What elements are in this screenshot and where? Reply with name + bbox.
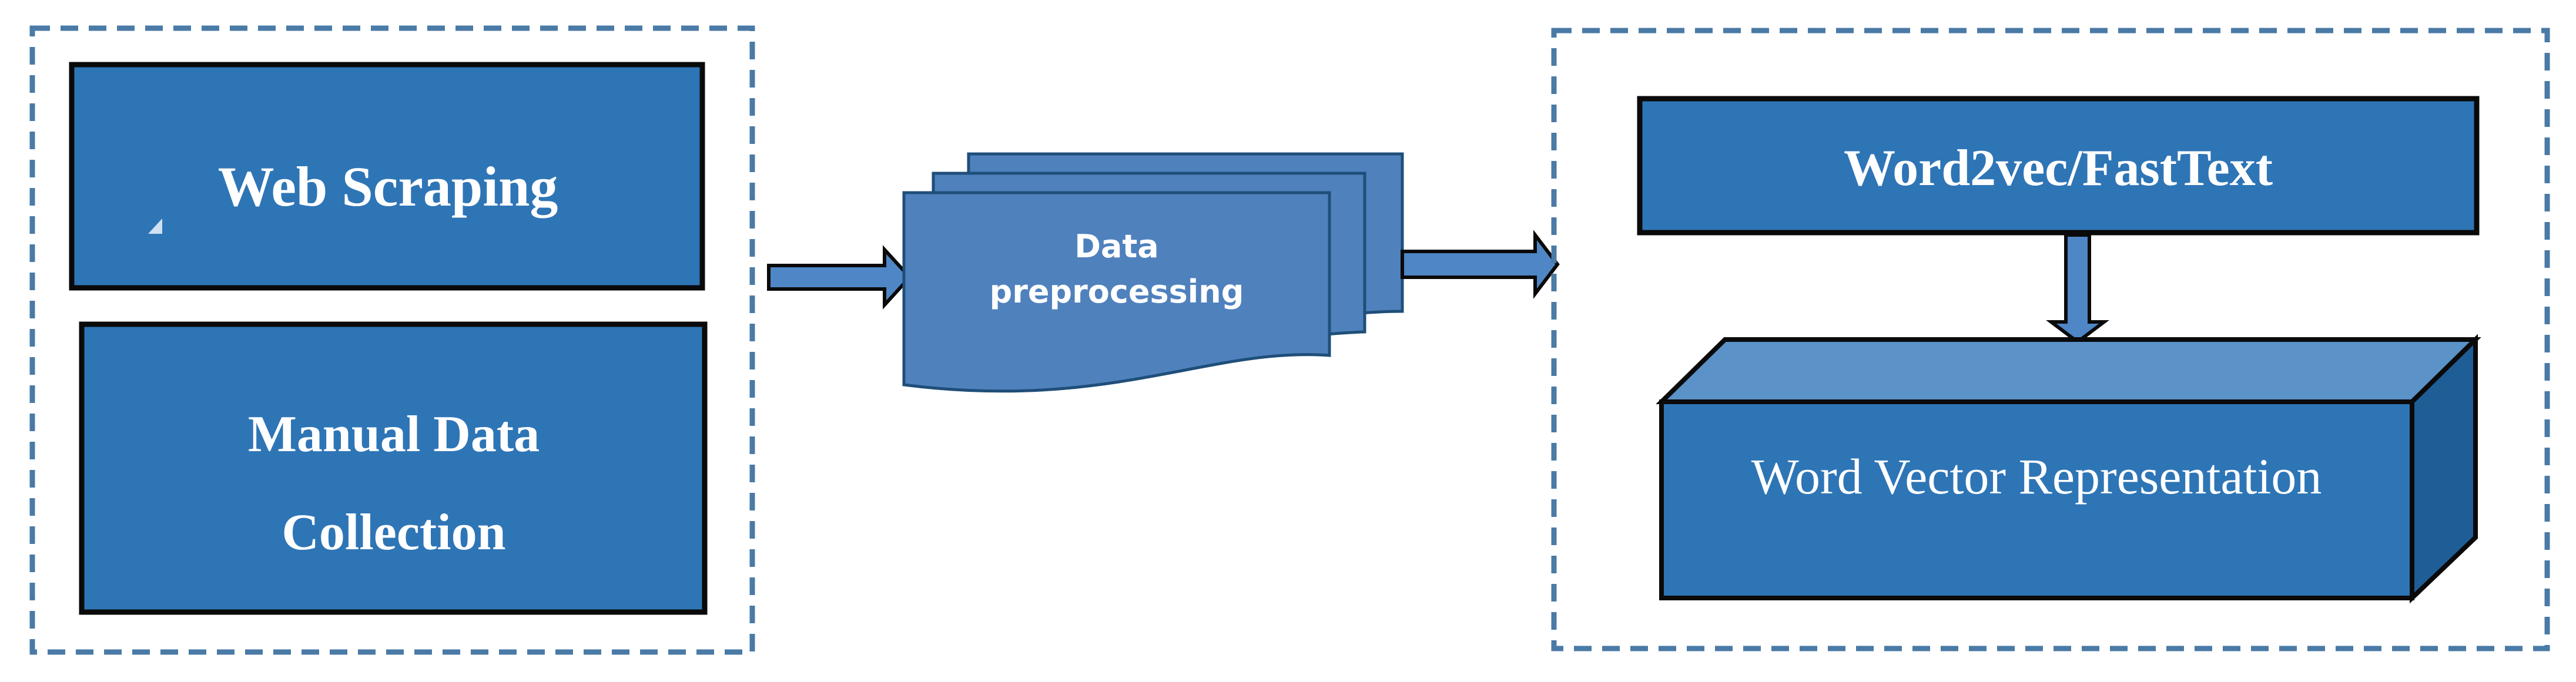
preprocessing-label-line2: preprocessing (990, 273, 1244, 310)
arrow-to-preprocessing (767, 245, 913, 310)
web-scraping-label: Web Scraping (218, 155, 558, 218)
word-vector-representation-label: Word Vector Representation (1751, 448, 2322, 505)
manual-data-label-line1: Manual Data (248, 406, 540, 463)
left-group-border (29, 25, 755, 655)
right-group-border (1551, 28, 2550, 651)
manual-data-label-line2: Collection (282, 504, 505, 561)
arrow-down-to-representation (2046, 233, 2109, 344)
web-scraping-box: Web Scraping (69, 62, 705, 291)
preprocessing-label-line1: Data (1074, 228, 1159, 265)
data-preprocessing-documents: Data preprocessing (902, 152, 1404, 393)
document-front (902, 191, 1331, 393)
word-vector-representation-box: Word Vector Representation (1656, 334, 2481, 604)
word2vec-fasttext-box: Word2vec/FastText (1637, 96, 2480, 236)
cube-top-face (1656, 337, 2481, 404)
word2vec-fasttext-label: Word2vec/FastText (1844, 140, 2273, 197)
resize-handle-icon (148, 219, 162, 234)
arrow-to-embedding (1401, 230, 1560, 299)
cube-front-face (1659, 399, 2414, 600)
manual-data-collection-box: Manual Data Collection (79, 321, 708, 615)
